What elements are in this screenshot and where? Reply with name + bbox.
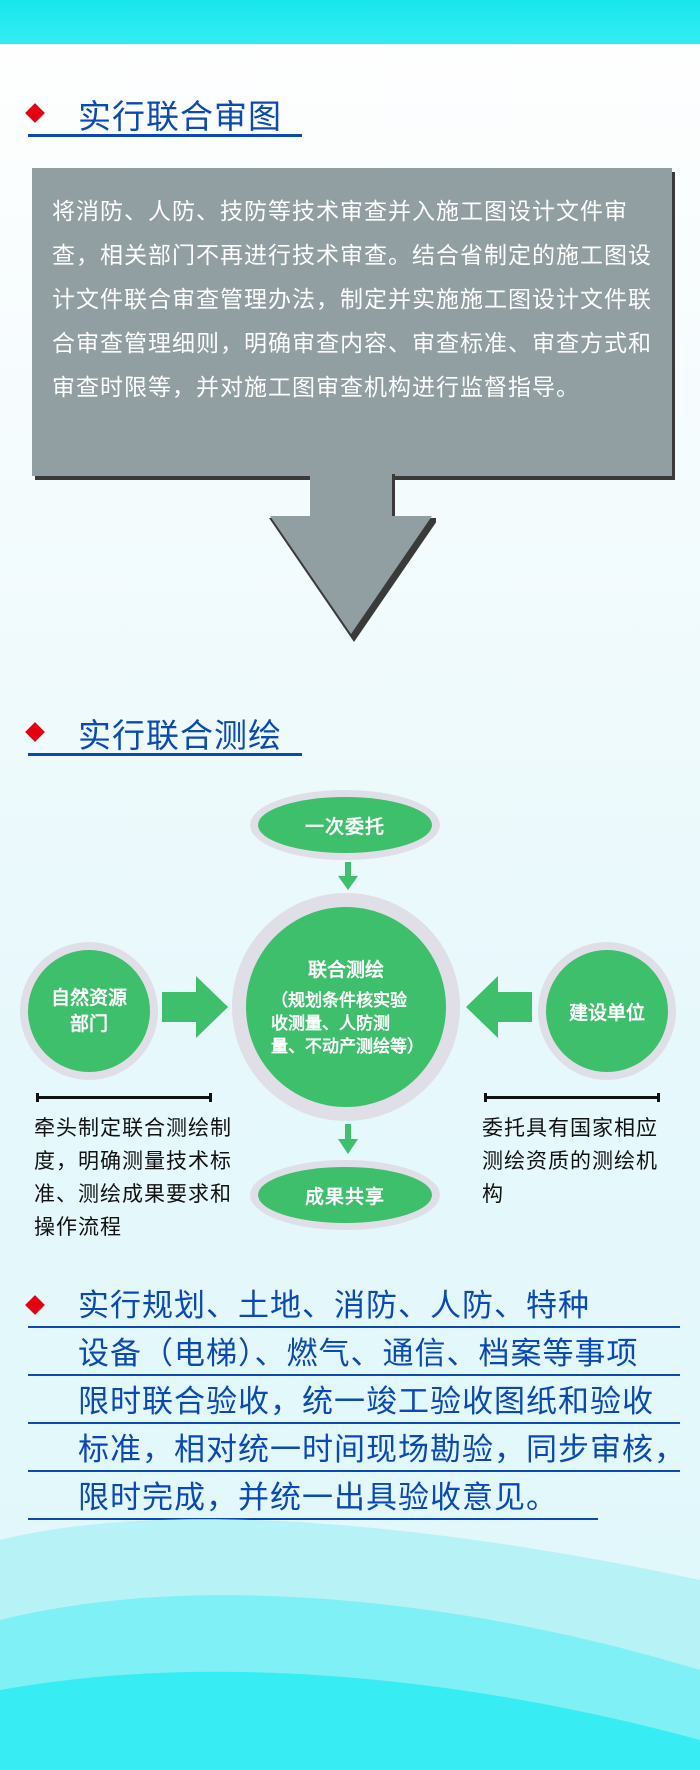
- bracket-line: [484, 1093, 660, 1102]
- acceptance-line: 标准，相对统一时间现场勘验，同步审核，: [78, 1432, 686, 1468]
- acceptance-line: 实行规划、土地、消防、人防、特种: [78, 1288, 590, 1324]
- down-arrow-icon: [269, 472, 436, 642]
- red-diamond-bullet-icon: [25, 1295, 45, 1315]
- acceptance-line: 设备（电梯）、燃气、通信、档案等事项: [78, 1336, 639, 1372]
- node-frame: 一次委托: [250, 790, 440, 860]
- node-frame: 自然资源部门: [20, 942, 158, 1080]
- arrow-down-small-icon: [338, 862, 358, 890]
- red-diamond-bullet-icon: [25, 722, 45, 742]
- node-shared-results: 成果共享: [258, 1167, 432, 1223]
- node-joint-survey: 联合测绘 （规划条件核实验收测量、人防测量、不动产测绘等）: [246, 907, 446, 1107]
- node-construction-unit: 建设单位: [546, 950, 668, 1072]
- line-rule: [28, 1374, 680, 1376]
- node-natural-resources: 自然资源部门: [28, 950, 150, 1072]
- section-title: 实行联合测绘: [78, 716, 282, 755]
- heading-underline: [28, 134, 302, 137]
- line-rule: [28, 1326, 680, 1328]
- node-natural-resources-label: 自然资源部门: [50, 987, 127, 1035]
- heading-underline: [28, 753, 302, 756]
- section-title: 实行联合审图: [78, 97, 282, 136]
- arrow-right-icon: [162, 976, 228, 1038]
- line-rule: [28, 1470, 680, 1472]
- review-description-text: 将消防、人防、技防等技术审查并入施工图设计文件审查，相关部门不再进行技术审查。结…: [52, 199, 652, 401]
- acceptance-line: 限时联合验收，统一竣工验收图纸和验收: [78, 1384, 654, 1420]
- node-frame: 联合测绘 （规划条件核实验收测量、人防测量、不动产测绘等）: [232, 893, 460, 1121]
- node-joint-survey-title: 联合测绘: [307, 959, 384, 981]
- red-diamond-bullet-icon: [25, 103, 45, 123]
- bracket-line: [36, 1093, 212, 1102]
- decorative-wave-background: [0, 1519, 700, 1770]
- construction-unit-description: 委托具有国家相应测绘资质的测绘机构: [482, 1116, 658, 1206]
- review-description-box: 将消防、人防、技防等技术审查并入施工图设计文件审查，相关部门不再进行技术审查。结…: [32, 168, 672, 476]
- node-frame: 成果共享: [250, 1160, 440, 1230]
- top-banner-band: [0, 0, 700, 44]
- node-frame: 建设单位: [538, 942, 676, 1080]
- line-rule: [28, 1422, 680, 1424]
- arrow-down-small-icon: [338, 1124, 358, 1154]
- acceptance-line: 限时完成，并统一出具验收意见。: [78, 1480, 558, 1516]
- natural-resources-description: 牵头制定联合测绘制度，明确测量技术标准、测绘成果要求和操作流程: [34, 1116, 232, 1239]
- node-one-commission: 一次委托: [258, 797, 432, 853]
- node-joint-survey-detail: （规划条件核实验收测量、人防测量、不动产测绘等）: [271, 991, 424, 1057]
- line-rule: [28, 1518, 598, 1520]
- arrow-left-icon: [466, 976, 532, 1038]
